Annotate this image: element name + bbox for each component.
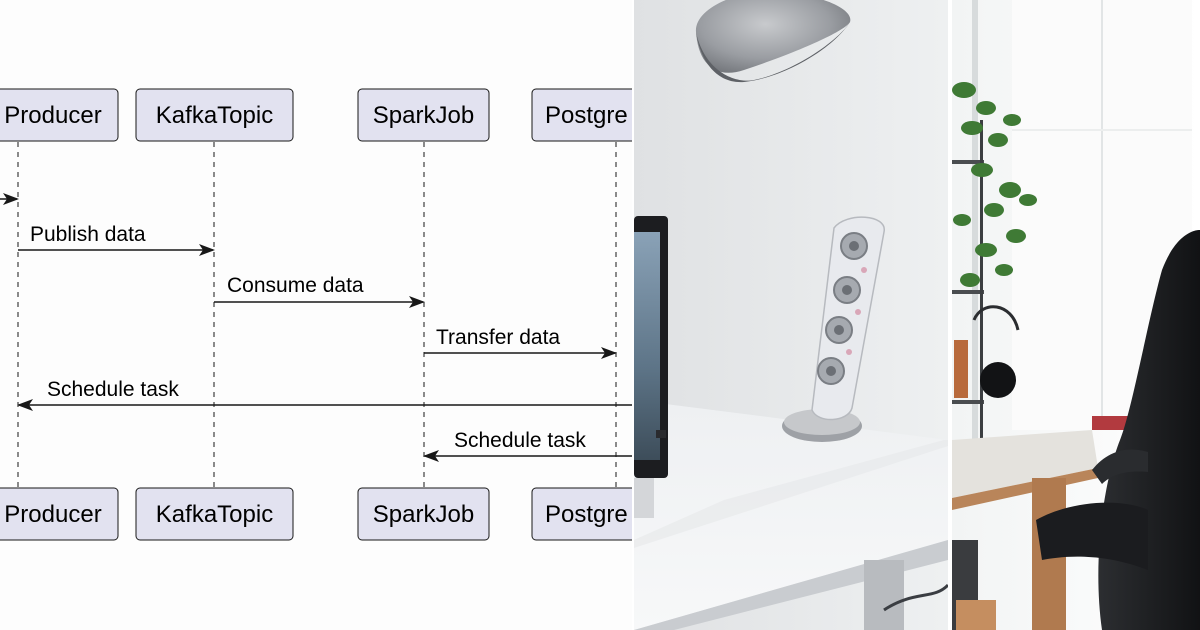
message-publish-data-label: Publish data — [30, 223, 146, 246]
participant-kafkatopic-top: KafkaTopic — [135, 88, 294, 142]
sequence-diagram: Producer KafkaTopic SparkJob Postgre Pub… — [0, 88, 632, 541]
message-consume-data-label: Consume data — [227, 274, 364, 297]
participant-sparkjob-label-top: SparkJob — [373, 102, 474, 129]
desk-photo-illustration — [634, 0, 948, 630]
panel-divider — [632, 0, 634, 630]
participant-postgres-label-top: Postgre — [545, 102, 628, 129]
participant-postgres-top: Postgre — [531, 88, 632, 142]
message-schedule-task-to-sparkjob: Schedule task — [423, 429, 632, 462]
office-chair — [1036, 229, 1200, 630]
lamp-shade — [695, 0, 851, 83]
office-photo-illustration — [952, 0, 1200, 630]
plant — [952, 82, 1037, 287]
message-schedule-task-to-sparkjob-label: Schedule task — [454, 429, 586, 452]
lifelines — [17, 142, 617, 488]
participant-producer-bottom: Producer — [0, 487, 119, 541]
participant-postgres-bottom: Postgre — [531, 487, 632, 541]
desk-organizer — [782, 216, 885, 442]
participant-postgres-label-bottom: Postgre — [545, 501, 628, 528]
participant-sparkjob-label-bottom: SparkJob — [373, 501, 474, 528]
message-consume-data: Consume data — [214, 274, 425, 308]
office-photo — [952, 0, 1200, 630]
participant-sparkjob-top: SparkJob — [357, 88, 490, 142]
message-transfer-data: Transfer data — [424, 326, 617, 359]
participant-sparkjob-bottom: SparkJob — [357, 487, 490, 541]
cable — [883, 583, 948, 612]
message-publish-data: Publish data — [18, 223, 215, 256]
participant-kafkatopic-label-bottom: KafkaTopic — [156, 501, 273, 528]
sequence-diagram-canvas: Producer KafkaTopic SparkJob Postgre Pub… — [0, 88, 632, 541]
participant-producer-top: Producer — [0, 88, 119, 142]
laptop — [634, 216, 668, 518]
message-transfer-data-label: Transfer data — [436, 326, 560, 349]
message-schedule-task-to-producer-label: Schedule task — [47, 378, 179, 401]
headphones — [972, 305, 1020, 398]
participant-producer-label-bottom: Producer — [4, 501, 101, 528]
desk — [634, 400, 948, 630]
desk-photo — [634, 0, 948, 630]
shelf — [952, 120, 984, 440]
message-schedule-task-to-producer: Schedule task — [17, 378, 632, 411]
participant-producer-label-top: Producer — [4, 102, 101, 129]
participant-kafkatopic-bottom: KafkaTopic — [135, 487, 294, 541]
participant-kafkatopic-label-top: KafkaTopic — [156, 102, 273, 129]
panel-divider-2 — [948, 0, 952, 630]
